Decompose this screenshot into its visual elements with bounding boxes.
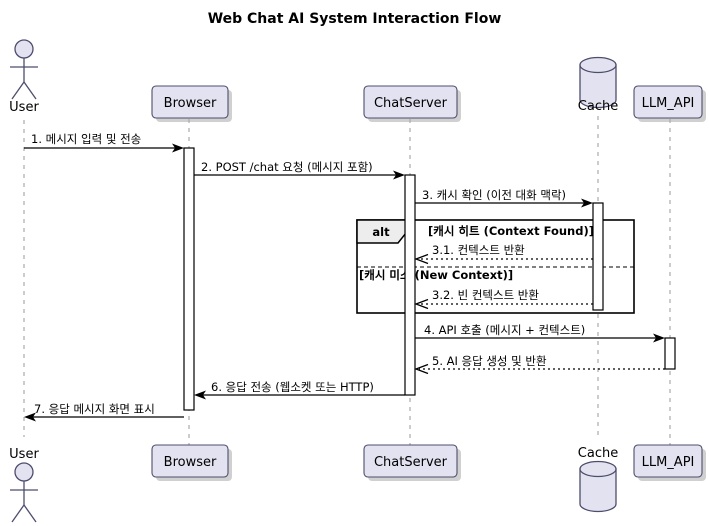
activation-bars-group <box>183 147 676 411</box>
participant-browser-bottom[interactable]: Browser <box>151 444 232 481</box>
browser-box-bottom[interactable] <box>151 444 229 478</box>
message-2-label: 2. POST /chat 요청 (메시지 포함) <box>201 160 373 174</box>
message-5: 5. AI 응답 생성 및 반환 <box>414 354 665 375</box>
actor-leg-right <box>23 81 37 100</box>
message-6-arrowhead <box>194 390 206 400</box>
database-top-ellipse-bottom <box>579 460 617 478</box>
chatserver-box-bottom[interactable] <box>363 444 458 478</box>
message-5-arrowhead <box>414 363 429 375</box>
message-3-2-arrowhead <box>414 298 429 310</box>
participant-browser-top[interactable]: Browser <box>151 85 232 122</box>
message-7: 7. 응답 메시지 화면 표시 <box>24 402 184 422</box>
activation-chatserver <box>404 174 416 396</box>
message-3-2: 3.2. 빈 컨텍스트 반환 <box>414 288 593 310</box>
message-1: 1. 메시지 입력 및 전송 <box>24 132 184 153</box>
message-3: 3. 캐시 확인 (이전 대화 맥락) <box>415 188 593 208</box>
message-3-1-arrowhead <box>414 253 429 265</box>
alt-frame-tab <box>356 219 407 244</box>
message-3-1: 3.1. 컨텍스트 반환 <box>414 243 593 265</box>
activation-cache <box>592 202 604 311</box>
actor-leg-left <box>11 81 25 100</box>
message-7-arrowhead <box>24 412 36 422</box>
database-top-ellipse-top <box>579 56 617 74</box>
alt-fragment: alt [캐시 히트 (Context Found)] [캐시 미스 (New … <box>356 219 635 314</box>
participant-cache-bottom[interactable]: Cache <box>578 446 618 513</box>
actor-head-icon-bottom <box>14 462 34 482</box>
participant-user-top[interactable]: User <box>9 39 39 115</box>
message-3-1-label: 3.1. 컨텍스트 반환 <box>432 243 525 257</box>
message-2-arrowhead <box>393 170 405 180</box>
participant-label-cache-bottom: Cache <box>578 446 618 461</box>
chatserver-box-top[interactable] <box>363 85 458 119</box>
message-1-arrowhead <box>172 143 184 153</box>
message-4-label: 4. API 호출 (메시지 + 컨텍스트) <box>424 323 585 337</box>
participant-chatserver-top[interactable]: ChatServer <box>363 85 461 122</box>
participant-label-cache-top: Cache <box>578 99 618 114</box>
participant-label-chatserver-bottom: ChatServer <box>374 455 448 470</box>
activation-llm <box>664 337 676 370</box>
participant-chatserver-bottom[interactable]: ChatServer <box>363 444 461 481</box>
alt-guard-label-1: [캐시 미스 (New Context)] <box>359 268 513 282</box>
message-4: 4. API 호출 (메시지 + 컨텍스트) <box>415 323 665 343</box>
llm-box-top[interactable] <box>633 85 703 119</box>
message-6-label: 6. 응답 전송 (웹소켓 또는 HTTP) <box>211 380 374 394</box>
participant-user-bottom[interactable]: User <box>9 447 39 523</box>
participant-label-user-bottom: User <box>9 447 39 462</box>
activation-browser <box>183 147 195 411</box>
alt-keyword-label: alt <box>372 225 390 239</box>
participant-label-llm-bottom: LLM_API <box>642 455 695 470</box>
participant-cache-top[interactable]: Cache <box>578 56 618 115</box>
participant-label-browser-bottom: Browser <box>164 455 217 470</box>
message-4-arrowhead <box>653 333 665 343</box>
message-2: 2. POST /chat 요청 (메시지 포함) <box>194 160 405 180</box>
llm-box-bottom[interactable] <box>633 444 703 478</box>
participant-llm-top[interactable]: LLM_API <box>633 85 706 122</box>
message-6: 6. 응답 전송 (웹소켓 또는 HTTP) <box>194 380 405 400</box>
message-5-label: 5. AI 응답 생성 및 반환 <box>432 354 547 368</box>
message-1-label: 1. 메시지 입력 및 전송 <box>31 132 141 146</box>
browser-box-top[interactable] <box>151 85 229 119</box>
message-3-2-label: 3.2. 빈 컨텍스트 반환 <box>432 288 539 302</box>
participant-label-chatserver-top: ChatServer <box>374 96 448 111</box>
actor-leg-left-bottom <box>11 504 25 523</box>
participant-label-browser-top: Browser <box>164 96 217 111</box>
actor-head-icon <box>14 39 34 59</box>
database-cylinder-icon-top[interactable] <box>579 64 617 109</box>
participant-llm-bottom[interactable]: LLM_API <box>633 444 706 481</box>
actor-leg-right-bottom <box>23 504 37 523</box>
message-7-label: 7. 응답 메시지 화면 표시 <box>34 402 155 416</box>
message-3-label: 3. 캐시 확인 (이전 대화 맥락) <box>422 188 566 202</box>
participant-label-llm-top: LLM_API <box>642 96 695 111</box>
database-cylinder-icon-bottom[interactable] <box>579 468 617 513</box>
alt-guard-label-0: [캐시 히트 (Context Found)] <box>428 224 594 238</box>
message-3-arrowhead <box>581 198 593 208</box>
participant-label-user-top: User <box>9 100 39 115</box>
page-title: Web Chat AI System Interaction Flow <box>208 11 502 27</box>
